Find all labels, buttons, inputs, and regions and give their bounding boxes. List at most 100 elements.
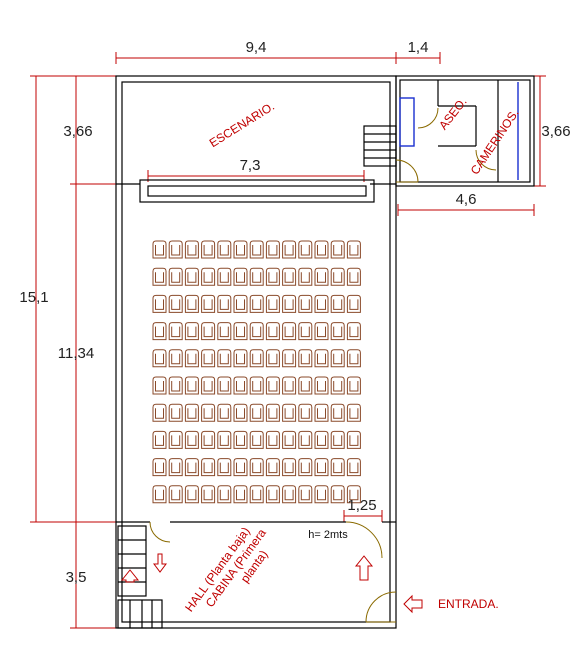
seat: [346, 485, 361, 504]
seat: [265, 403, 280, 422]
seat: [282, 458, 297, 477]
seat: [314, 376, 329, 395]
seat: [201, 430, 216, 449]
seating-area: [152, 240, 361, 504]
seat: [152, 267, 167, 286]
seat: [233, 458, 248, 477]
seat: [330, 240, 345, 259]
seat: [314, 458, 329, 477]
seat: [168, 294, 183, 313]
dim-aisle-width: 1,25: [347, 497, 376, 514]
seat: [298, 349, 313, 368]
seat: [168, 430, 183, 449]
seat: [233, 267, 248, 286]
seat: [217, 403, 232, 422]
seat: [152, 376, 167, 395]
seat: [346, 322, 361, 341]
doors: [149, 107, 497, 623]
seat: [346, 458, 361, 477]
seat: [298, 322, 313, 341]
seat: [217, 267, 232, 286]
seat: [346, 430, 361, 449]
lobby-stairs: [117, 525, 163, 629]
seat: [330, 349, 345, 368]
hall-label-group: HALL (Planta baja) CABINA (Primera plant…: [182, 524, 271, 614]
seat: [314, 294, 329, 313]
seat: [314, 403, 329, 422]
seat: [168, 458, 183, 477]
seat: [265, 240, 280, 259]
seat: [168, 403, 183, 422]
seat: [233, 294, 248, 313]
seat: [152, 240, 167, 259]
ceiling-height-label: h= 2mts: [308, 529, 348, 541]
seat: [330, 485, 345, 504]
seat: [314, 430, 329, 449]
seat: [217, 485, 232, 504]
seat: [282, 376, 297, 395]
seat: [314, 322, 329, 341]
seat: [265, 485, 280, 504]
seat: [184, 240, 199, 259]
seat: [346, 403, 361, 422]
seat: [152, 430, 167, 449]
seat: [330, 403, 345, 422]
arrows: [120, 553, 423, 614]
seat: [249, 403, 264, 422]
seat: [201, 240, 216, 259]
seat: [233, 430, 248, 449]
curtain-left: [399, 97, 415, 147]
dimension-lines: [30, 52, 546, 629]
seat: [184, 349, 199, 368]
seat: [249, 485, 264, 504]
seat: [298, 267, 313, 286]
seat: [298, 485, 313, 504]
seat: [346, 349, 361, 368]
seat: [201, 322, 216, 341]
seat: [249, 458, 264, 477]
walls: [115, 75, 535, 629]
seat: [282, 430, 297, 449]
seat: [249, 376, 264, 395]
seat: [282, 349, 297, 368]
seat: [298, 430, 313, 449]
seat: [184, 322, 199, 341]
seat: [152, 322, 167, 341]
seat: [330, 294, 345, 313]
seat: [201, 403, 216, 422]
seat: [233, 403, 248, 422]
seat: [217, 458, 232, 477]
seat: [249, 430, 264, 449]
seat: [168, 322, 183, 341]
seat: [217, 376, 232, 395]
seat: [314, 240, 329, 259]
seat: [201, 485, 216, 504]
seat: [265, 294, 280, 313]
seat: [330, 322, 345, 341]
seat: [282, 267, 297, 286]
seat: [282, 485, 297, 504]
seat: [184, 267, 199, 286]
up-arrow-icon: [120, 569, 140, 583]
seat: [217, 240, 232, 259]
seat: [233, 322, 248, 341]
seat: [201, 267, 216, 286]
seat: [298, 403, 313, 422]
seat: [217, 349, 232, 368]
seat: [249, 267, 264, 286]
seat: [184, 430, 199, 449]
seat: [298, 240, 313, 259]
seat: [152, 294, 167, 313]
dim-lobby-length: 3,5: [66, 569, 87, 586]
seat: [265, 322, 280, 341]
seat: [184, 458, 199, 477]
seat: [168, 349, 183, 368]
dim-hall-length: 11,34: [58, 345, 94, 362]
seat: [201, 376, 216, 395]
seat: [217, 322, 232, 341]
seat: [184, 294, 199, 313]
seat: [184, 376, 199, 395]
seat: [282, 294, 297, 313]
seat: [330, 267, 345, 286]
